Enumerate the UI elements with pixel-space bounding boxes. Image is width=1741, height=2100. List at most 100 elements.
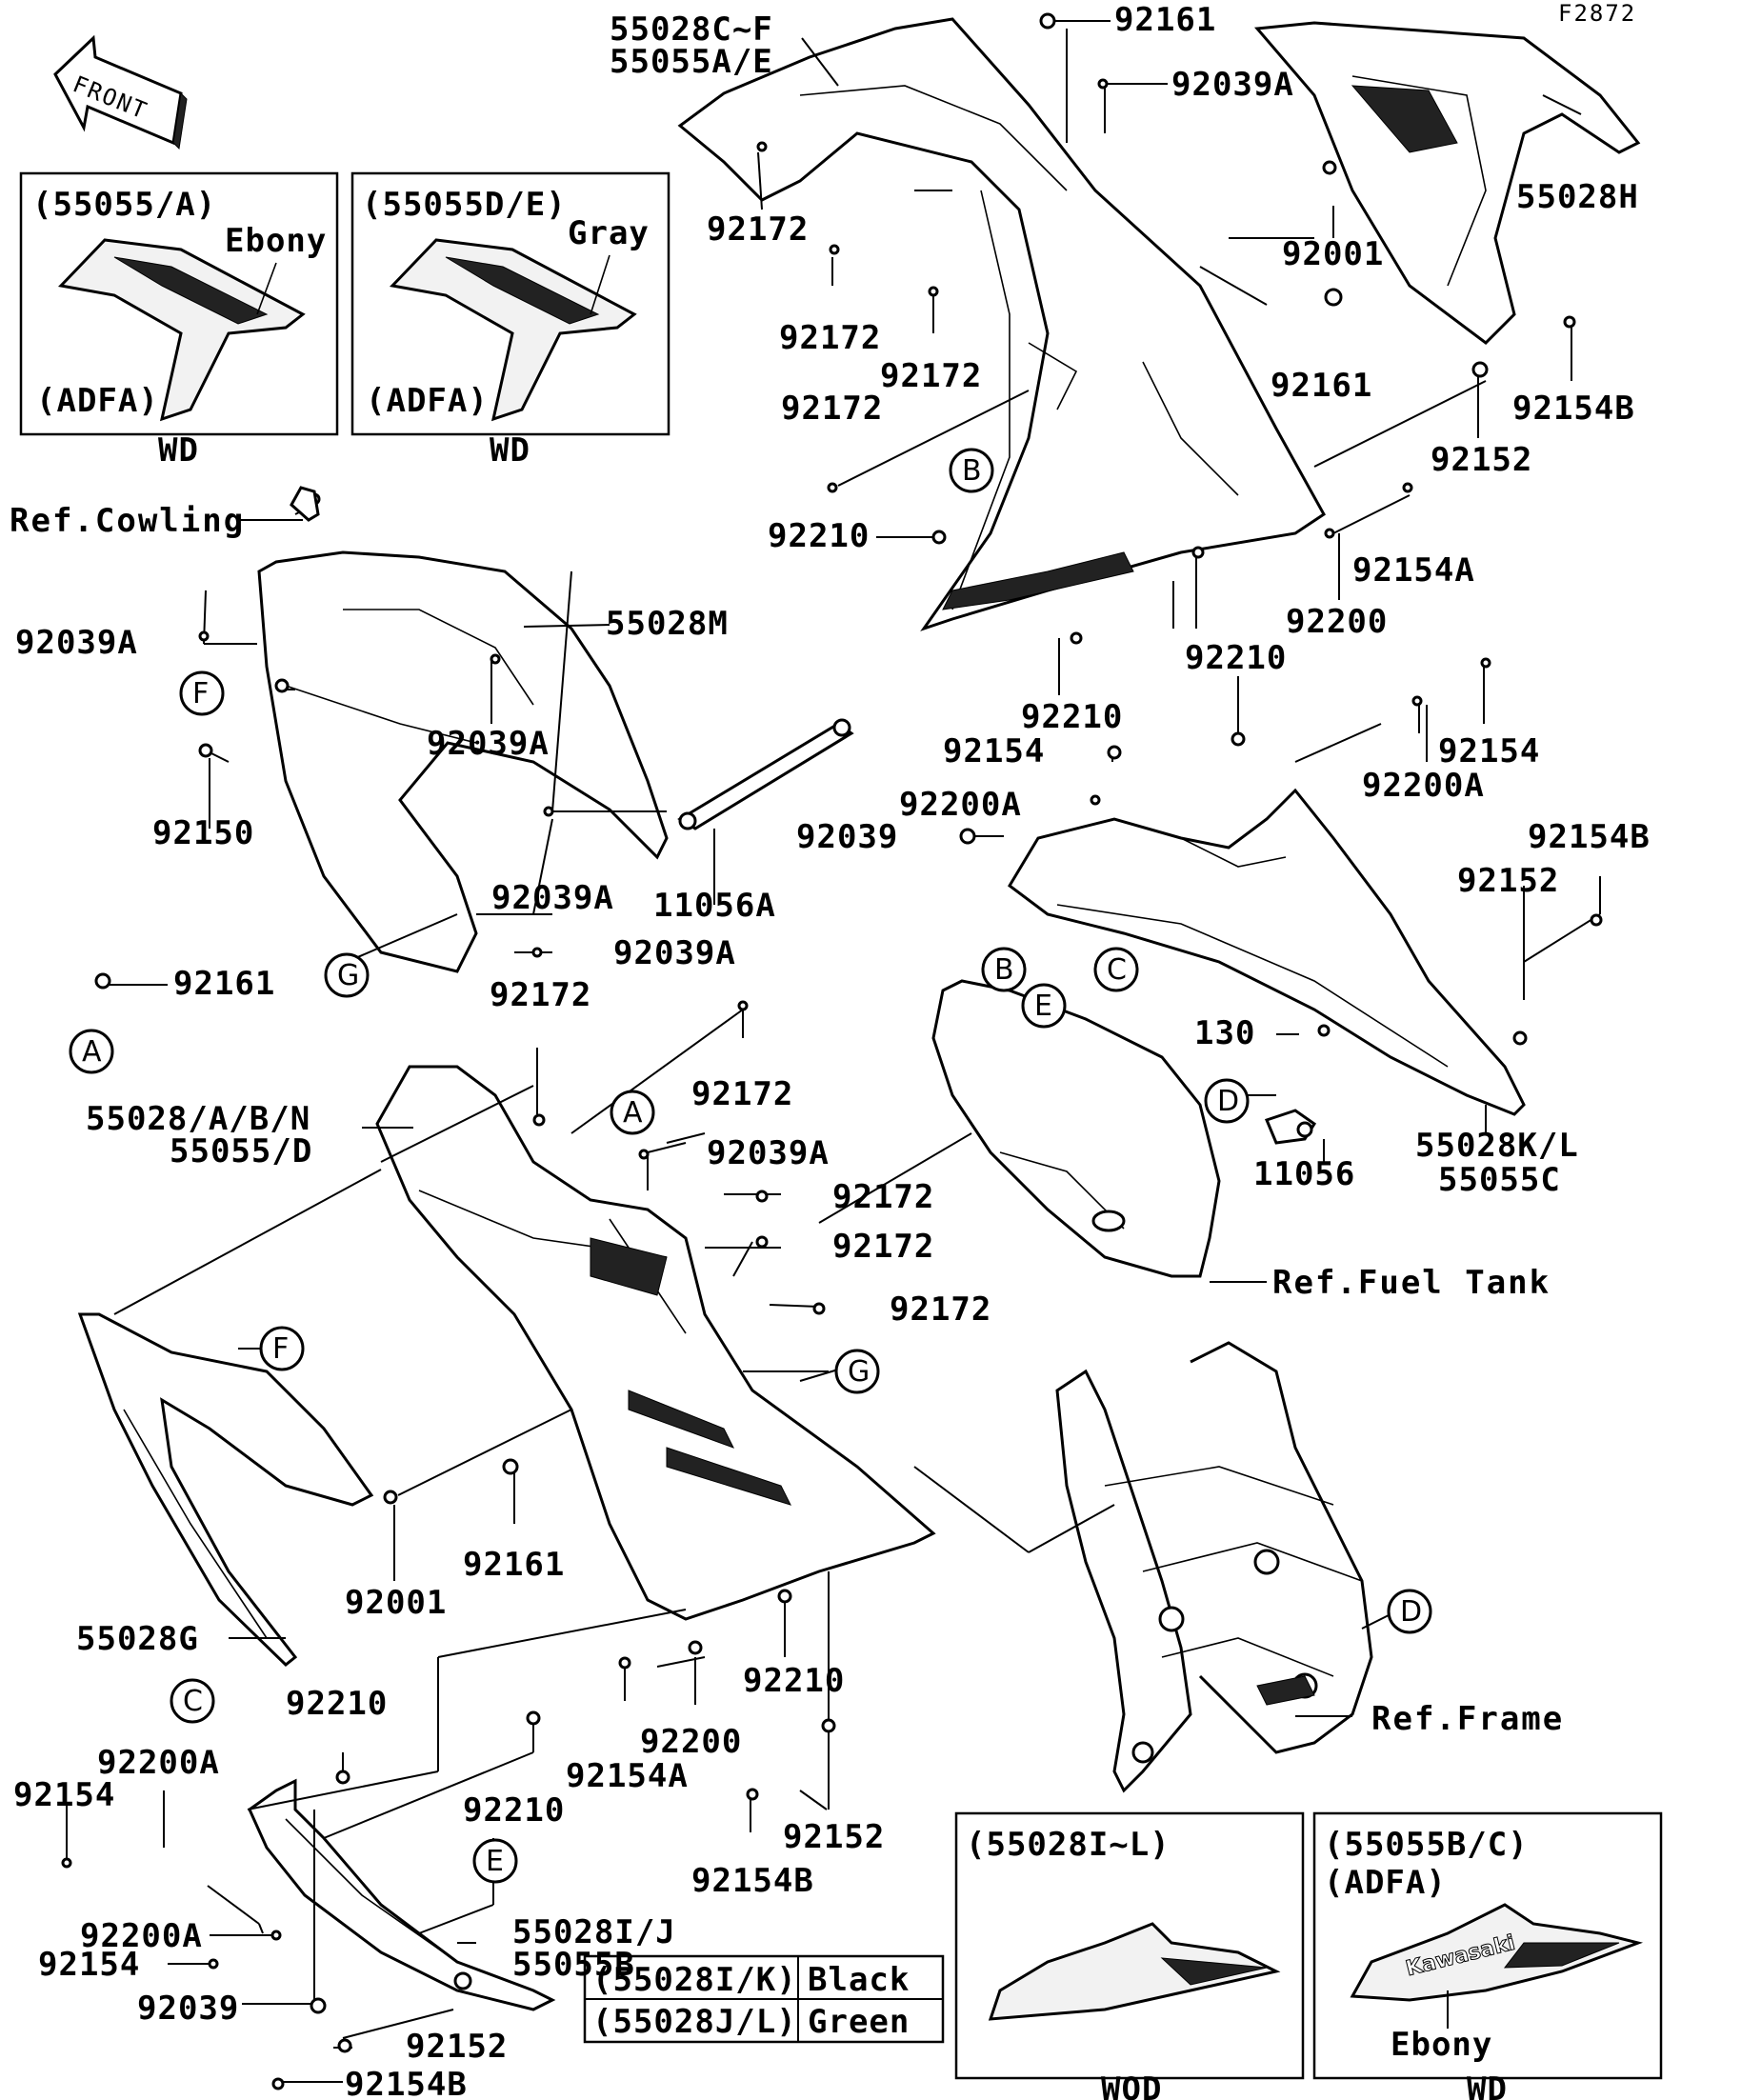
bracket-11056 — [1264, 1109, 1317, 1145]
part-number-label: 92210 — [1185, 639, 1287, 677]
variant-box-55028i-l: (55028I~L) WOD — [954, 1811, 1305, 2100]
svg-text:G: G — [337, 959, 359, 992]
inner-panel-55028h — [1253, 21, 1641, 345]
ref-fuel-tank-label: Ref.Fuel Tank — [1272, 1264, 1551, 1302]
part-number-label: 92172 — [707, 210, 809, 249]
color-table: (55028I/K) Black (55028J/L) Green — [583, 1954, 945, 2044]
part-number-label: 92200 — [1286, 603, 1388, 641]
part-labels: 55028C~F 55055A/E 92161 92039A 55028H 92… — [13, 1, 1651, 2100]
svg-text:E: E — [1034, 990, 1052, 1023]
color-table-color: Black — [808, 1961, 910, 1999]
callout-a: A — [69, 1029, 114, 1074]
part-number-label: 11056 — [1253, 1155, 1355, 1193]
part-number-label: 92172 — [890, 1290, 991, 1329]
cowl-thumbnail — [1350, 1903, 1644, 2002]
svg-text:F: F — [192, 677, 209, 710]
part-number-label: 92172 — [691, 1075, 793, 1113]
part-number-label: 92039 — [137, 1990, 239, 2028]
part-number-label: 92161 — [173, 965, 275, 1003]
callout-d: D — [1204, 1078, 1250, 1124]
callout-g: G — [834, 1349, 880, 1394]
callout-b: B — [949, 448, 994, 493]
part-number-label: 92039 — [796, 818, 898, 856]
variant-footer: WD — [1467, 2070, 1508, 2100]
part-number-label: 92210 — [1021, 698, 1123, 736]
figure-code: F2872 — [1558, 0, 1636, 27]
part-number-label: 92039A — [1171, 66, 1294, 104]
part-number-label: 55028/A/B/N — [86, 1100, 310, 1138]
fairing-thumbnail — [389, 238, 637, 422]
part-number-label: 92161 — [1114, 1, 1216, 39]
part-number-label: 92152 — [1457, 862, 1559, 900]
part-number-label: 92152 — [406, 2028, 508, 2066]
svg-text:E: E — [486, 1845, 504, 1878]
callout-b: B — [981, 947, 1027, 992]
color-table-part: (55028I/K) — [592, 1961, 797, 1999]
part-number-label: 92210 — [743, 1662, 845, 1700]
part-number-label: 92161 — [1271, 367, 1372, 405]
part-number-label: 92172 — [832, 1228, 934, 1266]
part-number-label: 92154 — [38, 1946, 140, 1984]
part-number-label: 55028H — [1516, 178, 1639, 216]
variant-color: Gray — [568, 214, 650, 252]
variant-code: (ADFA) — [366, 382, 489, 420]
part-number-label: 92154A — [1352, 551, 1475, 590]
part-number-label: 92161 — [463, 1546, 565, 1584]
part-number-label: 92154B — [1528, 818, 1651, 856]
variant-code: (ADFA) — [1324, 1864, 1447, 1902]
variant-title: (55028I~L) — [966, 1826, 1171, 1864]
part-number-label: 92154B — [345, 2066, 468, 2100]
part-number-label: 92200A — [97, 1744, 220, 1782]
variant-footer: WD — [490, 431, 530, 470]
cowl-thumbnail — [988, 1922, 1281, 2021]
part-number-label: 92154B — [1512, 390, 1635, 428]
callouts: A A B B C C D D E E F F G G — [69, 448, 1432, 1884]
variant-box-55055b-c: (55055B/C) (ADFA) Ebony WD Kawasaki — [1312, 1811, 1663, 2100]
callout-d: D — [1387, 1589, 1432, 1634]
part-number-label: 92154 — [13, 1776, 115, 1814]
part-number-label: 130 — [1194, 1014, 1255, 1052]
svg-text:A: A — [623, 1096, 643, 1130]
part-number-label: 92210 — [768, 517, 870, 555]
part-number-label: 92172 — [781, 390, 883, 428]
svg-text:C: C — [1107, 953, 1127, 987]
part-number-label: 92152 — [783, 1818, 885, 1856]
part-number-label: 55055/D — [170, 1132, 312, 1170]
part-number-label: 92039A — [491, 879, 614, 917]
part-number-label: 55028M — [606, 605, 729, 643]
part-number-label: 55055A/E — [610, 43, 773, 81]
fuel-tank-reference — [931, 979, 1221, 1278]
svg-text:G: G — [848, 1355, 870, 1389]
svg-text:D: D — [1217, 1085, 1239, 1118]
part-number-label: 55028G — [76, 1620, 199, 1658]
fairing-thumbnail — [57, 238, 306, 422]
part-number-label: 92200 — [640, 1723, 742, 1761]
part-number-label: 92154A — [566, 1757, 689, 1795]
side-cowl-55028-abn — [375, 1065, 936, 1621]
variant-color: Ebony — [1391, 2026, 1492, 2064]
part-number-label: 92001 — [1282, 235, 1384, 273]
lower-cowl-55028kl — [1008, 788, 1526, 1116]
part-number-label: 11056A — [653, 887, 776, 925]
callout-e: E — [1021, 983, 1067, 1029]
variant-box-55055-a: (55055/A) Ebony (ADFA) WD — [19, 171, 339, 470]
side-panel-55028g — [77, 1312, 374, 1667]
part-number-label: 92039A — [613, 934, 736, 972]
variant-footer: WD — [158, 431, 199, 470]
callout-f: F — [259, 1326, 305, 1371]
variant-color: Ebony — [225, 222, 327, 260]
part-number-label: 92172 — [779, 319, 881, 357]
callout-c: C — [1093, 947, 1139, 992]
part-number-label: 55055B — [512, 1946, 635, 1984]
part-number-label: 92039A — [707, 1134, 830, 1172]
part-number-label: 92210 — [286, 1685, 388, 1723]
ref-frame-label: Ref.Frame — [1371, 1700, 1564, 1738]
part-number-label: 92154 — [943, 732, 1045, 770]
leader-lines — [66, 20, 1601, 2083]
callout-e: E — [472, 1838, 518, 1884]
frame-reference — [1055, 1341, 1373, 1793]
part-number-label: 92001 — [345, 1584, 447, 1622]
front-arrow-icon: FRONT — [53, 34, 188, 150]
part-number-label: 92039A — [15, 624, 138, 662]
